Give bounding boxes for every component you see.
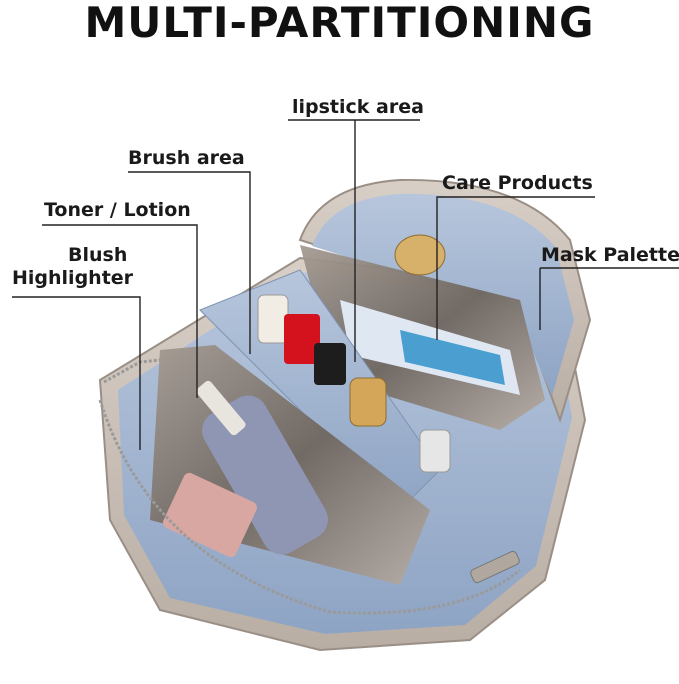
label-mask-palette: Mask Palette [541, 244, 679, 266]
bag-lid [298, 178, 592, 424]
label-care-products: Care Products [442, 172, 593, 194]
label-blush: Blush [68, 244, 128, 266]
lipstick-compartment [199, 269, 451, 511]
label-brush-area: Brush area [128, 147, 245, 169]
annotation-lines [12, 119, 679, 450]
label-lipstick-area: lipstick area [292, 96, 424, 118]
page-title: MULTI-PARTITIONING [84, 0, 595, 47]
zipper-pull [470, 550, 520, 584]
label-highlighter: Highlighter [12, 267, 134, 289]
blush-highlighter-palette [163, 472, 257, 558]
label-toner-lotion: Toner / Lotion [44, 199, 191, 221]
